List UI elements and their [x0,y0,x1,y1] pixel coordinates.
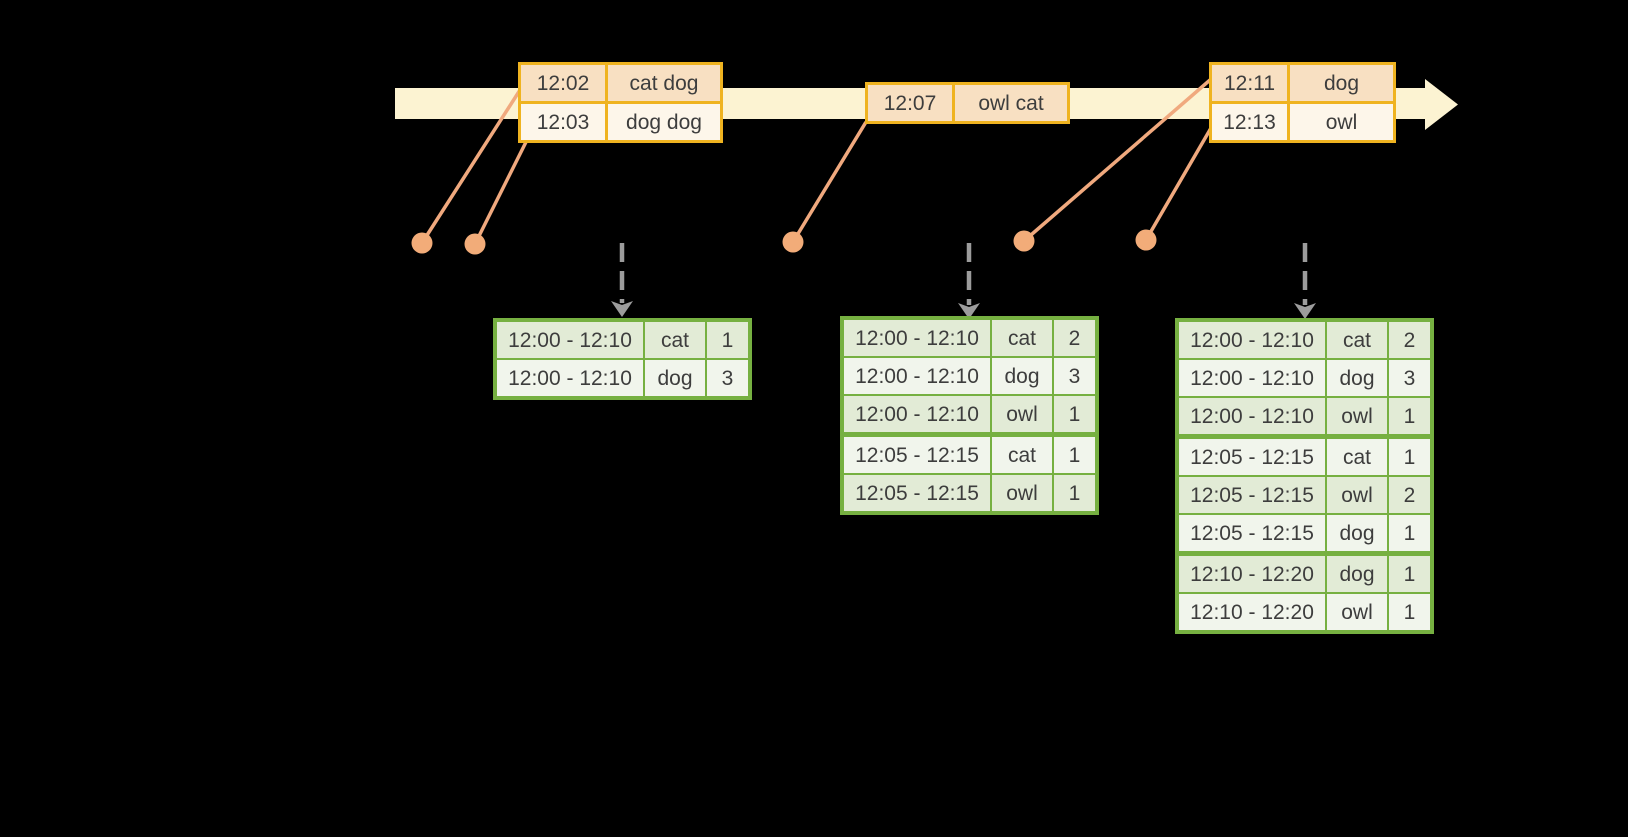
table-cell: 2 [1387,322,1430,358]
event-connector-line [1144,127,1213,241]
event-connector-line [473,141,528,245]
table-cell: 12:00 - 12:10 [1190,328,1314,352]
dot-icon [782,231,804,253]
table-cell: owl cat [952,85,1067,121]
dot-icon [464,233,486,255]
table-cell: 1 [705,322,748,358]
table-cell: cat [643,322,705,358]
table-cell: 12:03 [521,104,605,140]
table-cell: 1 [1387,398,1430,434]
table-cell: owl [990,396,1052,432]
event-connector-line [1022,78,1212,243]
table-cell: 1 [1387,556,1430,592]
arrow-down-dashed-icon [1294,243,1316,319]
trigger-arrows [611,243,1316,319]
table-cell: 1 [1052,396,1095,432]
event-connector-line [420,89,522,244]
arrow-down-dashed-icon [611,243,633,317]
dot-icon [1135,229,1157,251]
table-cell: 12:00 - 12:10 [1190,404,1314,428]
table-cell: owl [1325,398,1387,434]
table-cell: 12:11 [1212,65,1287,101]
table-cell: dog dog [605,104,720,140]
table-cell: cat [990,320,1052,356]
table-cell: 1 [1052,475,1095,511]
arrow-down-dashed-icon [958,243,980,319]
table-cell: dog [1325,556,1387,592]
table-cell: 12:00 - 12:10 [855,326,979,350]
table-cell: dog [1325,360,1387,396]
table-cell: 3 [705,360,748,396]
table-cell: 12:00 - 12:10 [508,328,632,352]
table-cell: owl [1325,594,1387,630]
table-cell: 1 [1387,439,1430,475]
table-cell: 1 [1387,515,1430,551]
table-cell: 12:00 - 12:10 [855,402,979,426]
table-cell: 12:05 - 12:15 [855,481,979,505]
table-cell: cat [1325,322,1387,358]
table-cell: 12:05 - 12:15 [855,443,979,467]
table-cell: 12:00 - 12:10 [1190,366,1314,390]
event-dots [411,229,1157,255]
table-cell: dog [990,358,1052,394]
table-cell: owl [1287,104,1393,140]
table-cell: 12:05 - 12:15 [1190,483,1314,507]
table-cell: 3 [1387,360,1430,396]
table-cell: 12:00 - 12:10 [508,366,632,390]
dot-icon [1013,230,1035,252]
table-cell: 1 [1387,594,1430,630]
table-cell: cat [1325,439,1387,475]
arrow-right-icon [1425,79,1458,130]
dot-icon [411,232,433,254]
table-cell: 12:02 [521,65,605,101]
table-cell: 12:00 - 12:10 [855,364,979,388]
table-cell: dog [1325,515,1387,551]
table-cell: 2 [1052,320,1095,356]
table-cell: 3 [1052,358,1095,394]
table-cell: owl [1325,477,1387,513]
table-cell: 12:05 - 12:15 [1190,521,1314,545]
event-connector-lines [420,78,1213,245]
table-cell: cat dog [605,65,720,101]
table-cell: owl [990,475,1052,511]
table-cell: 2 [1387,477,1430,513]
event-connector-line [791,121,868,243]
table-cell: 12:05 - 12:15 [1190,445,1314,469]
table-cell: 12:07 [868,85,952,121]
table-cell: 12:10 - 12:20 [1190,600,1314,624]
table-cell: 1 [1052,437,1095,473]
table-cell: 12:10 - 12:20 [1190,562,1314,586]
table-cell: dog [1287,65,1393,101]
table-cell: 12:13 [1212,104,1287,140]
table-cell: cat [990,437,1052,473]
table-cell: dog [643,360,705,396]
